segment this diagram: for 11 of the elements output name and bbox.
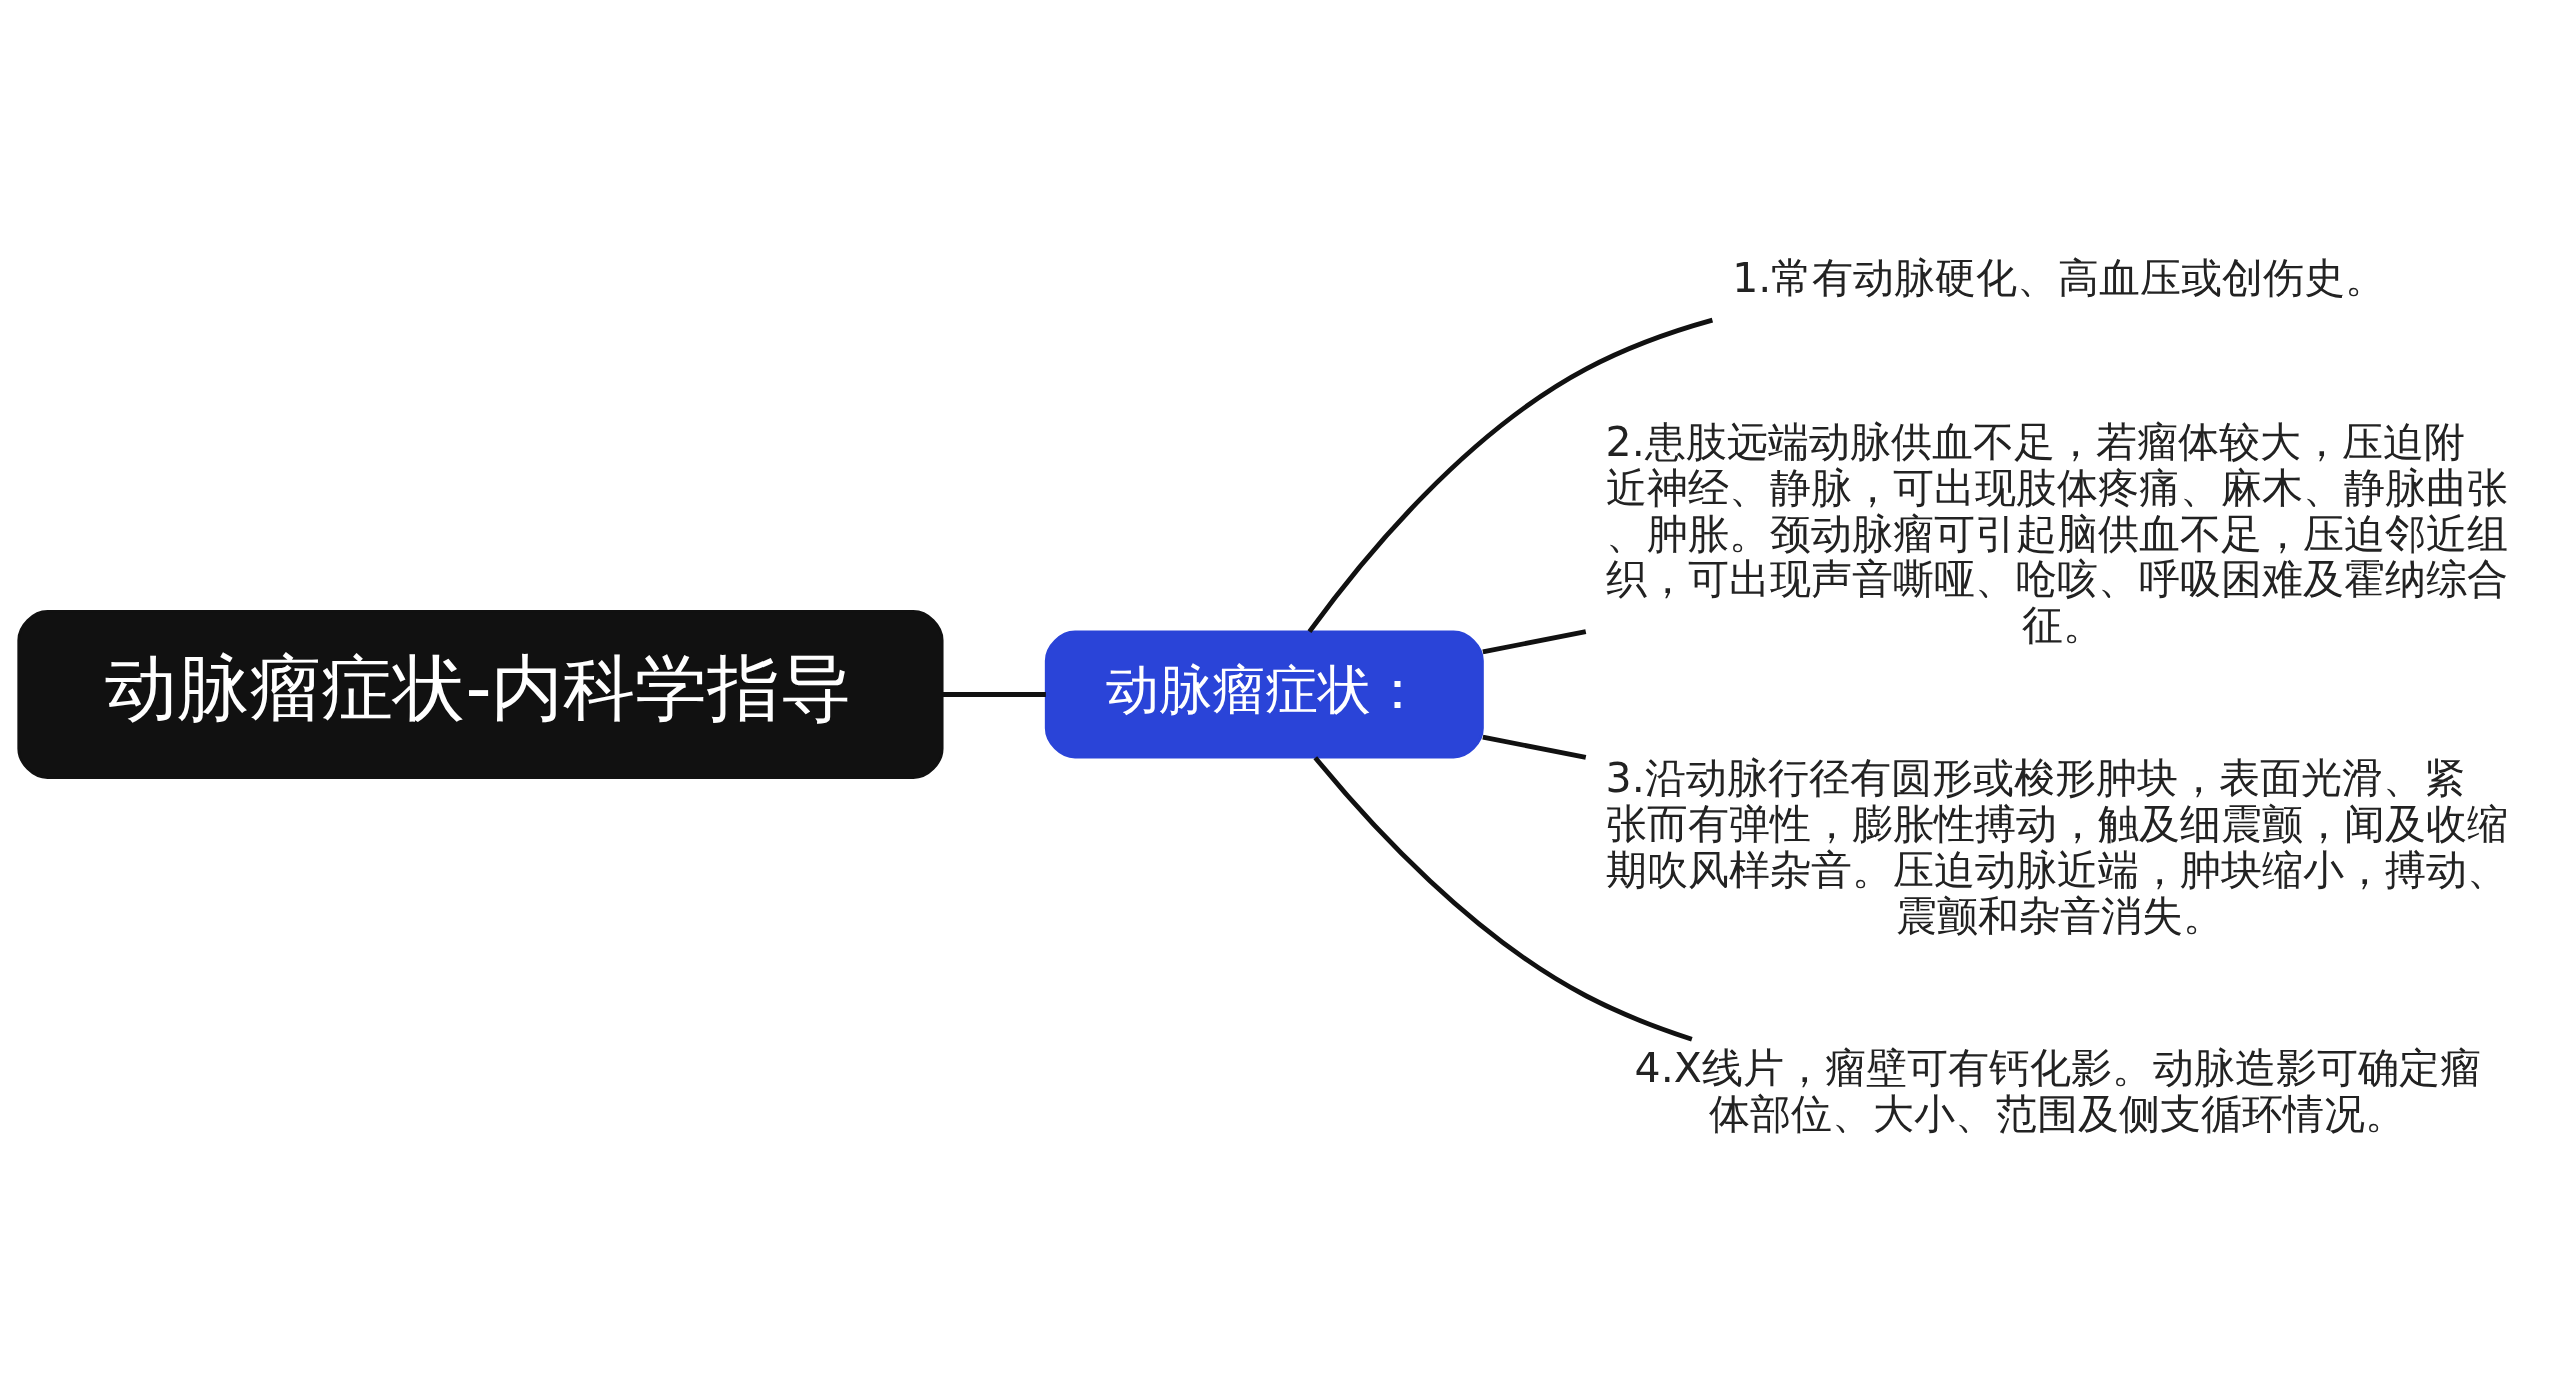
connector <box>1482 628 1587 654</box>
connector <box>1307 317 1714 633</box>
connector <box>1482 734 1587 760</box>
node-text: 1.常有动脉硬化、高血压或创伤史。 <box>1732 253 2387 302</box>
node-text: 2.患肢远端动脉供血不足，若瘤体较大，压迫附近神经、静脉，可出现肢体疼痛、麻木、静脉曲张、肿胀。颈动脉瘤可引起脑供血不足，压迫邻近组织，可出现声音嘶哑、呛咳、呼吸困难及霍纳综合征。 <box>1605 417 2508 649</box>
node-box: 动脉瘤症状： <box>1044 630 1484 758</box>
connector <box>1313 755 1693 1041</box>
node-text: 3.沿动脉行径有圆形或梭形肿块，表面光滑、紧张而有弹性，膨胀性搏动，触及细震颤，闻及收缩期吹风样杂音。压迫动脉近端，肿块缩小，搏动、震颤和杂音消失。 <box>1605 753 2508 940</box>
node-box: 动脉瘤症状-内科学指导 <box>17 609 944 779</box>
connector <box>942 691 1046 697</box>
node-text: 4.X线片，瘤壁可有钙化影。动脉造影可确定瘤体部位、大小、范围及侧支循环情况。 <box>1634 1043 2481 1138</box>
